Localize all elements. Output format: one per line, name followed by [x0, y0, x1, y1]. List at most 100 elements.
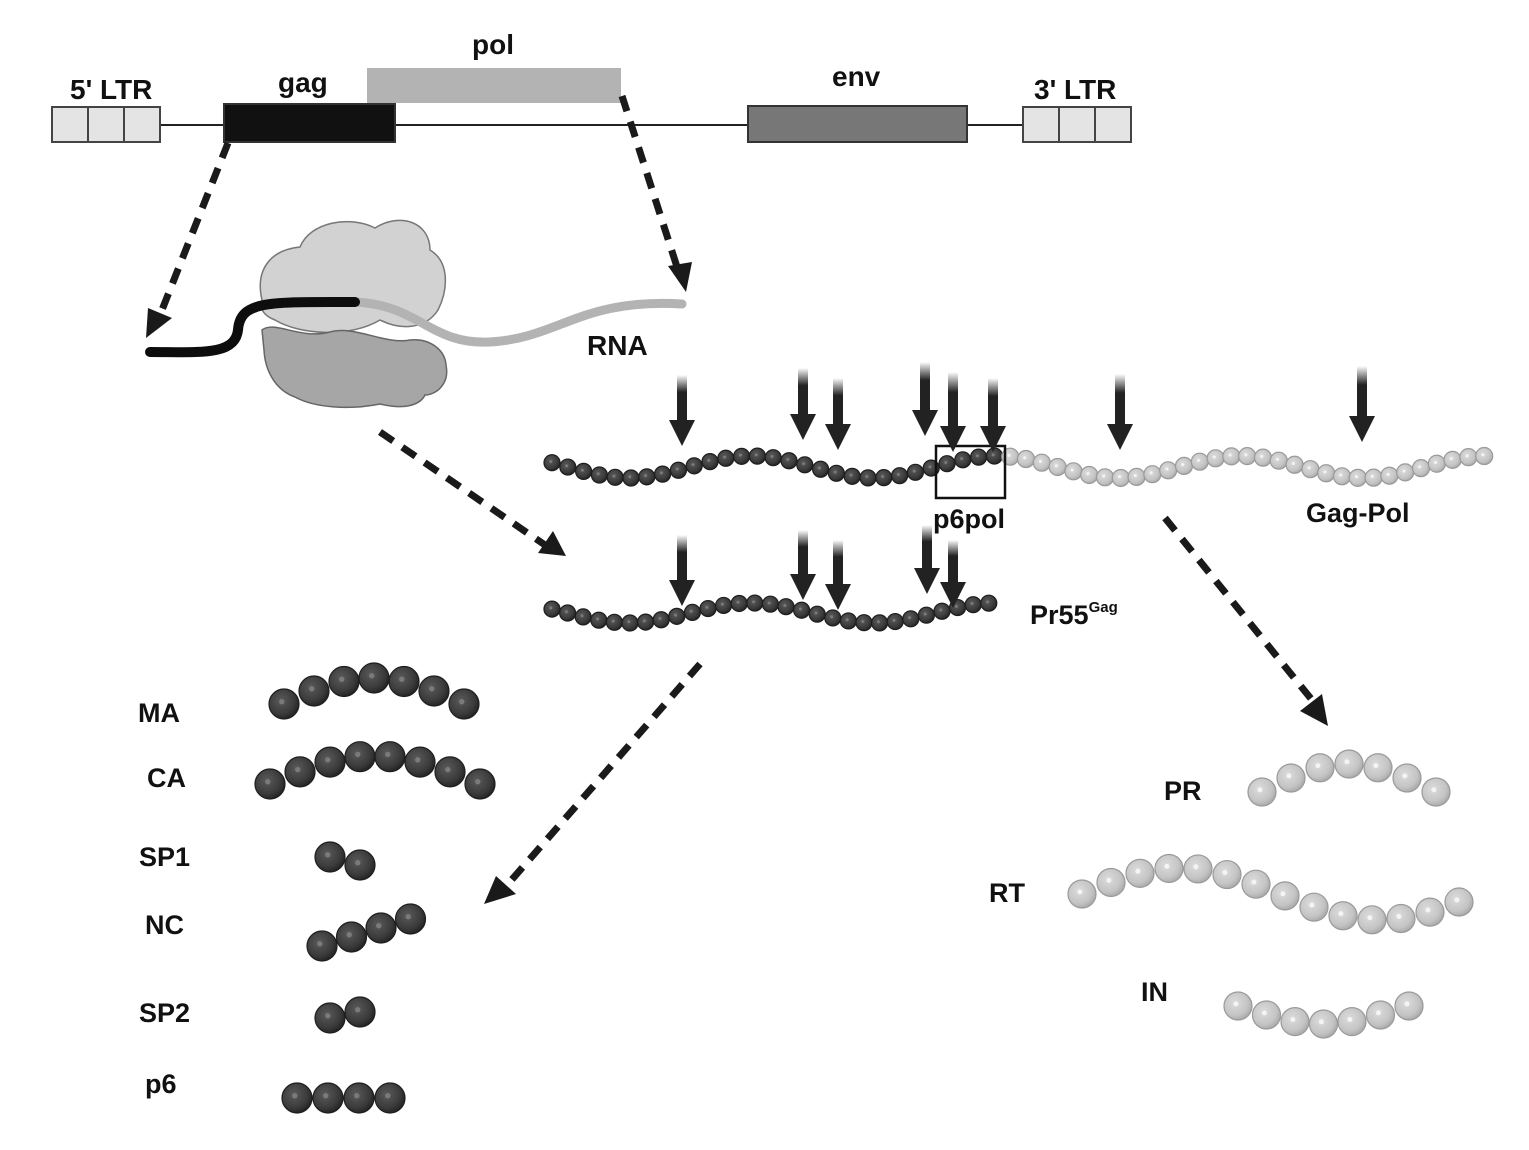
gag-bead [636, 613, 655, 631]
pol-bead [1427, 454, 1446, 473]
gag-bead [985, 447, 1004, 465]
pol-bead [1380, 466, 1399, 485]
gag-bead [732, 447, 751, 465]
gag-bead [777, 598, 795, 616]
gag-bead [653, 465, 672, 483]
rt-bead [1125, 858, 1155, 888]
gag-bead [605, 613, 624, 631]
pol-bead [1190, 452, 1209, 471]
nc-bead [365, 912, 397, 944]
gag-bead [590, 466, 609, 484]
gag-bead [621, 614, 639, 632]
gag-bead [652, 611, 670, 629]
nc-bead [306, 930, 338, 962]
rt-bead [1328, 901, 1358, 931]
gag-bead [855, 614, 873, 632]
cleavage-site-arrow-icon [980, 378, 1006, 452]
gag-bead [764, 449, 782, 467]
pr-bead [1305, 753, 1335, 783]
pr-bead [1334, 749, 1364, 779]
ca-bead [434, 756, 466, 788]
rna-label: RNA [587, 330, 648, 361]
gag-bead [717, 449, 735, 467]
gag-bead [859, 469, 877, 487]
rt-bead [1212, 859, 1242, 890]
gag-bead [558, 604, 577, 622]
env-gene-box [747, 105, 968, 143]
cleavage-site-arrow-icon [790, 530, 816, 600]
gag-bead [668, 607, 686, 625]
pol-bead [1032, 453, 1051, 472]
in-bead [1308, 1009, 1339, 1039]
gag-bead [543, 600, 561, 618]
cleavage-site-arrow-icon [669, 535, 695, 606]
pol-bead [1080, 465, 1099, 485]
cleavage-site-arrow-icon [914, 525, 940, 594]
rna-pol-strand [350, 297, 687, 347]
pol-bead [1159, 461, 1178, 480]
ltr-3-label: 3' LTR [1034, 74, 1116, 105]
pol-bead [1348, 468, 1367, 487]
gag-product-label-ca: CA [147, 763, 186, 793]
pr55-gag-label: Pr55Gag [1030, 599, 1118, 630]
ribosome-translation: RNA [145, 219, 687, 409]
gag-bead [574, 462, 593, 480]
cleavage-site-arrow-icon [825, 378, 851, 450]
gag-bead [543, 454, 561, 472]
ca-bead [404, 746, 436, 778]
pr-bead [1421, 777, 1451, 807]
gag-bead [938, 455, 956, 473]
gag-products: MA CA SP1 NC SP2 p6 [138, 662, 496, 1114]
pol-bead [1301, 460, 1320, 479]
pol-bead [1095, 468, 1115, 487]
sp2-bead [314, 1002, 346, 1034]
gag-pol-polyprotein-chain [543, 446, 1494, 488]
in-bead [1394, 991, 1424, 1021]
rt-bead [1415, 897, 1445, 927]
ribosome-small-subunit [261, 326, 448, 409]
gag-bead [933, 602, 951, 620]
gag-bead [870, 614, 889, 632]
env-gene-label: env [832, 61, 881, 92]
rt-bead [1270, 881, 1300, 911]
ma-bead [268, 688, 300, 720]
gag-bead [730, 594, 748, 613]
nc-bead [394, 903, 427, 935]
nc-bead [335, 921, 368, 953]
gag-bead [886, 612, 904, 631]
gag-bead [701, 453, 719, 471]
pol-bead [1238, 447, 1257, 466]
in-bead [1223, 991, 1253, 1021]
rt-bead [1444, 887, 1474, 917]
gag-bead [906, 463, 925, 481]
arrowhead-icon [538, 531, 566, 556]
pol-bead [1443, 450, 1462, 469]
gag-bead [714, 596, 733, 615]
gag-bead [590, 611, 608, 629]
ma-bead [418, 675, 450, 707]
pol-bead [1127, 467, 1146, 486]
sp1-bead [344, 849, 376, 881]
gag-bead [980, 594, 998, 612]
pol-bead [1143, 465, 1162, 484]
ribosome-to-pr55-dashed-arrow [378, 429, 547, 548]
pr55-gag-polyprotein-chain [543, 594, 998, 632]
ma-bead [358, 662, 390, 694]
cleavage-site-arrow-icon [1107, 374, 1133, 450]
pol-bead [1396, 463, 1415, 482]
ca-bead [284, 756, 316, 788]
gag-pol-label: Gag-Pol [1306, 498, 1410, 528]
ltr-5-label: 5' LTR [70, 74, 152, 105]
protease-cleavage-arrows [669, 362, 1375, 610]
dashed-arrows [156, 94, 1315, 887]
pol-bead [1269, 451, 1288, 470]
gag-gene-box [223, 103, 396, 143]
gag-bead [824, 609, 842, 627]
ma-bead [328, 665, 360, 698]
rt-bead [1154, 853, 1184, 884]
pol-product-chains [1067, 749, 1474, 1039]
pol-product-label-pr: PR [1164, 776, 1202, 806]
gag-bead [622, 469, 640, 487]
rt-bead [1299, 892, 1329, 922]
gag-to-rna-dashed-arrow [156, 141, 232, 317]
